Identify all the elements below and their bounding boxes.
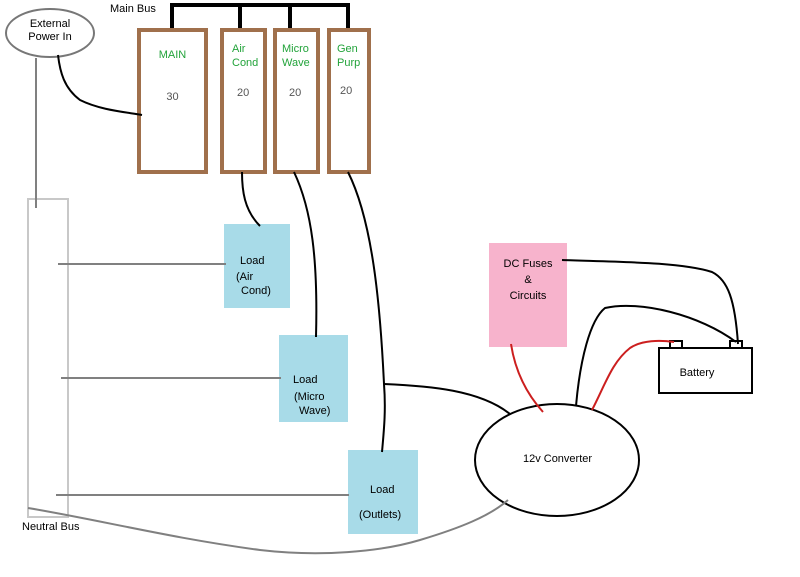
- breaker-microwave-name: Micro Wave: [282, 43, 310, 69]
- breaker-aircond-rating: 20: [237, 87, 250, 99]
- breaker-genpurp-rating: 20: [340, 85, 353, 97]
- load-aircond-title: Load: [240, 255, 265, 267]
- external-power-label: External Power In: [28, 18, 72, 43]
- main-bus-label: Main Bus: [110, 3, 156, 15]
- dc-fuses-box: [489, 243, 567, 347]
- load-microwave-sub: (Micro Wave): [294, 391, 331, 417]
- wire-red-dc-to-converter: [510, 343, 544, 413]
- load-outlets-sub: (Outlets): [359, 509, 402, 521]
- wire-dc-to-battery: [561, 259, 739, 345]
- wire-red-converter-to-battery: [591, 339, 675, 411]
- load-outlets-title: Load: [370, 484, 395, 496]
- neutral-bus-label: Neutral Bus: [22, 521, 80, 533]
- load-air-cond-box: [224, 224, 290, 308]
- wire-power-to-main: [57, 54, 143, 116]
- load-aircond-sub: (Air Cond): [236, 271, 271, 297]
- load-microwave-title: Load: [293, 374, 318, 386]
- external-power-ellipse: [5, 8, 95, 58]
- breaker-air-cond: [220, 28, 267, 174]
- neutral-bus: [27, 198, 69, 518]
- wire-aircond-to-load: [241, 171, 261, 227]
- battery-terminal-positive: [669, 340, 683, 349]
- breaker-main: [137, 28, 208, 174]
- converter-ellipse: [474, 403, 640, 517]
- main-bus-bar: [170, 3, 350, 30]
- wire-genpurp-to-outlets: [347, 171, 386, 453]
- breaker-main-name: MAIN: [158, 49, 187, 61]
- battery-box: [658, 347, 753, 394]
- wire-microwave-to-load: [293, 171, 318, 338]
- breaker-main-rating: 30: [166, 91, 179, 103]
- breaker-aircond-name: Air Cond: [232, 43, 259, 69]
- load-micro-wave-box: [279, 335, 348, 422]
- wire-converter-to-battery: [575, 304, 737, 407]
- battery-label: Battery: [679, 367, 715, 379]
- wire-genpurp-to-converter: [383, 383, 511, 415]
- breaker-microwave-rating: 20: [289, 87, 302, 99]
- breaker-genpurp-name: Gen Purp: [337, 43, 361, 69]
- battery-terminal-negative: [729, 340, 743, 349]
- breaker-micro-wave: [273, 28, 320, 174]
- load-outlets-box: [348, 450, 418, 534]
- converter-label: 12v Converter: [522, 453, 593, 465]
- neutral-wire-converter: [27, 499, 509, 555]
- dc-fuses-label: DC Fuses & Circuits: [503, 258, 553, 302]
